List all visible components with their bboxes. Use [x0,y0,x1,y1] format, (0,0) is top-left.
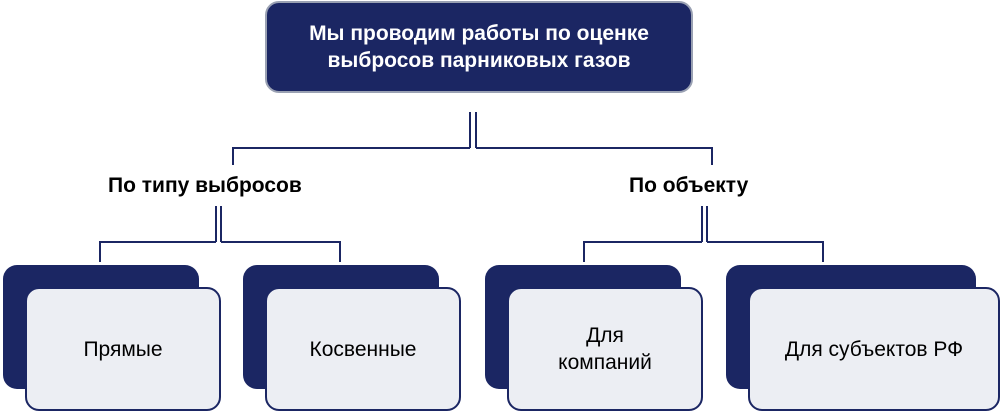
leaf-node-indirect: Косвенные [243,265,497,415]
category-emission-type: По типу выбросов [108,174,302,197]
leaf-label: Для субъектов РФ [784,337,964,361]
root-node: Мы проводим работы по оценке выбросов па… [265,1,693,93]
leaf-card: Для субъектов РФ [748,287,1000,411]
leaf-card: Прямые [25,287,221,411]
leaf-node-companies: Для компаний [485,265,739,415]
leaf-node-direct: Прямые [3,265,257,415]
leaf-line-indirect [221,241,341,262]
branch-line-right [476,147,713,165]
leaf-line-direct [99,241,216,262]
leaf-line-regions [707,241,824,262]
category-object: По объекту [629,174,749,197]
leaf-label: Косвенные [309,337,417,361]
leaf-card: Для компаний [507,287,703,411]
leaf-label: Для компаний [558,324,652,374]
leaf-label: Прямые [83,337,163,361]
branch-line-left [232,147,470,165]
root-node-text: Мы проводим работы по оценке выбросов па… [309,22,649,72]
leaf-card: Косвенные [265,287,461,411]
leaf-line-companies [583,241,702,262]
leaf-node-regions: Для субъектов РФ [726,265,1000,415]
